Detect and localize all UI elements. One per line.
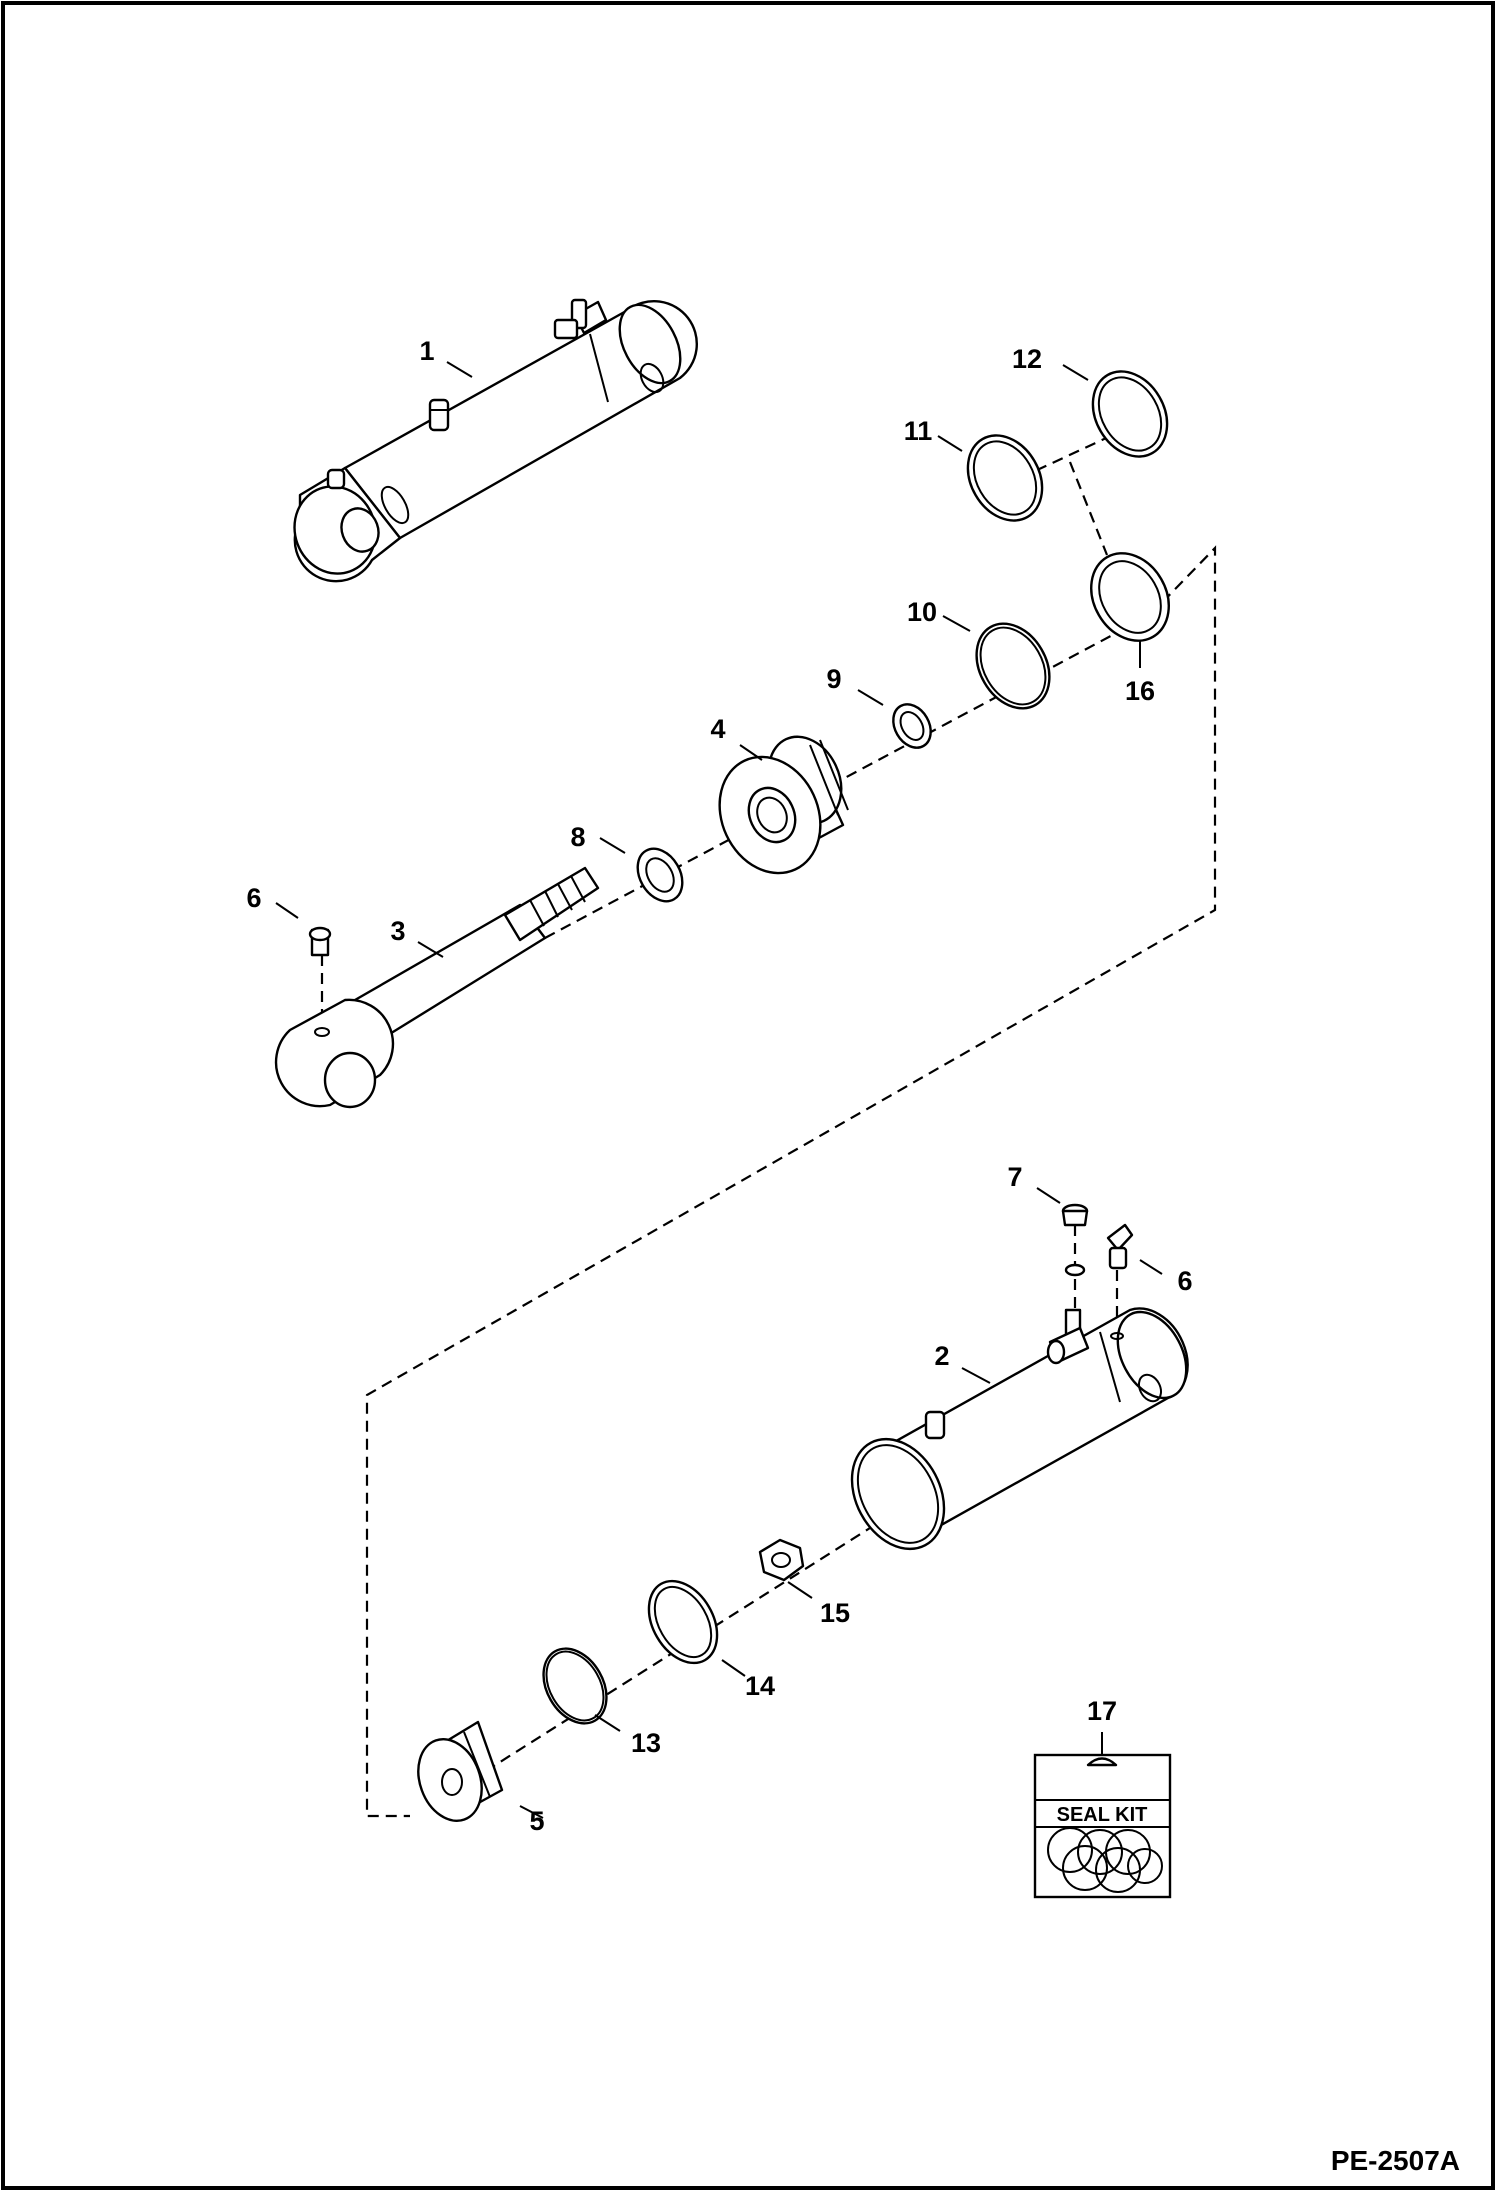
seal-kit-label: SEAL KIT: [1057, 1804, 1148, 1826]
callout-leaders: [275, 361, 1163, 1819]
part-12-ring: [1091, 370, 1169, 458]
part-8-wiper-seal: [636, 847, 684, 903]
callout-labels: 1 2 3 4 5 6 6 7 8 9 10 11 12 13 14 15 16…: [246, 336, 1192, 1836]
callout-6-rod-fitting: 6: [246, 883, 261, 913]
callout-11: 11: [904, 416, 933, 446]
callout-4: 4: [710, 714, 725, 744]
callout-5: 5: [529, 1806, 544, 1836]
part-15-nut: [758, 1538, 805, 1582]
part-9-rod-seal: [892, 703, 932, 749]
part-10-o-ring: [975, 622, 1051, 710]
assembly-lines: [320, 426, 1217, 1818]
callout-14: 14: [745, 1671, 775, 1701]
part-11-ring: [966, 434, 1044, 522]
callout-17: 17: [1087, 1696, 1117, 1726]
callout-9: 9: [826, 664, 841, 694]
part-3-piston-rod: [274, 866, 600, 1109]
callout-7: 7: [1007, 1162, 1022, 1192]
part-7-plug: [1061, 1203, 1089, 1277]
part-16-backup-ring: [1090, 552, 1170, 642]
part-17-seal-kit: SEAL KIT: [1033, 1732, 1172, 1899]
callout-16: 16: [1125, 676, 1155, 706]
callout-13: 13: [631, 1728, 661, 1758]
part-2-barrel: [850, 1307, 1189, 1551]
callout-1: 1: [419, 336, 434, 366]
part-5-piston: [417, 1720, 504, 1822]
callout-12: 12: [1012, 344, 1042, 374]
callout-6-barrel-fitting: 6: [1177, 1266, 1192, 1296]
callout-15: 15: [820, 1598, 850, 1628]
part-6-grease-fitting: [1106, 1223, 1134, 1270]
part-13-o-ring: [542, 1647, 608, 1725]
part-1-cylinder-assembly: [293, 298, 698, 583]
callout-10: 10: [907, 597, 937, 627]
part-4-gland: [718, 735, 849, 875]
callout-3: 3: [390, 916, 405, 946]
callout-2: 2: [934, 1341, 949, 1371]
callout-8: 8: [570, 822, 585, 852]
reference-code: PE-2507A: [1331, 2145, 1460, 2176]
seal-kit-rings-icon: [1047, 1827, 1163, 1893]
part-14-ring: [647, 1579, 719, 1665]
